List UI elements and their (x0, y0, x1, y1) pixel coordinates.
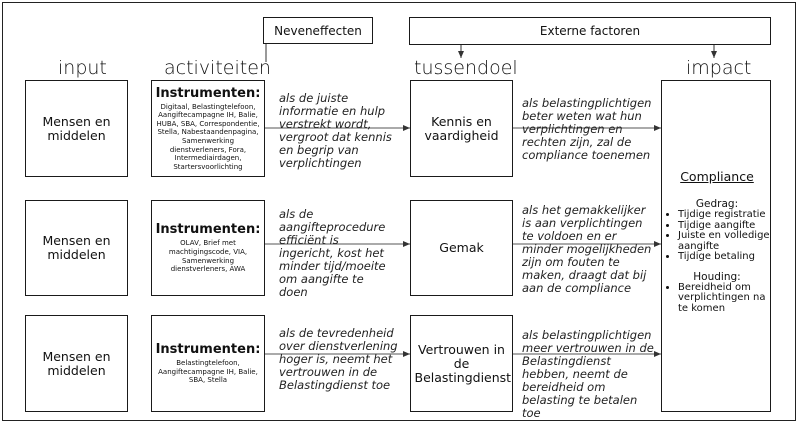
input-box-row1: Mensen en middelen (25, 80, 128, 177)
activity-description-row1: als de juiste informatie en hulp verstre… (279, 91, 392, 170)
externe-factoren-box: Externe factoren (409, 17, 771, 45)
gedrag-item: Tijdige registratie (678, 209, 772, 221)
houding-item: Bereidheid om verplichtingen na te komen (678, 282, 772, 315)
header-input: input (58, 57, 107, 79)
input-box-row3: Mensen en middelen (25, 315, 128, 412)
activity-box-row3: Instrumenten: Belastingtelefoon, Aangift… (151, 315, 265, 412)
header-activiteiten: activiteiten (164, 57, 271, 79)
neveneffecten-box: Neveneffecten (263, 17, 373, 44)
impact-box: Compliance Gedrag: Tijdige registratie T… (661, 80, 771, 412)
gedrag-item: Tijdige betaling (678, 251, 772, 263)
houding-label: Houding: (693, 270, 741, 283)
input-label: Mensen en middelen (42, 233, 111, 262)
header-impact: impact (686, 57, 752, 79)
compliance-title: Compliance (680, 169, 754, 184)
outcome-label: Gemak (439, 240, 484, 255)
gedrag-item: Juiste en volledige aangifte (678, 230, 772, 252)
instrumenten-title: Instrumenten: (155, 85, 261, 101)
outcome-description-row3: als belastingplichtigen meer vertrouwen … (522, 328, 654, 420)
instrumenten-title: Instrumenten: (155, 342, 261, 358)
outer-frame (2, 2, 796, 421)
gedrag-list: Tijdige registratie Tijdige aangifte Jui… (668, 209, 772, 263)
outcome-box-row2: Gemak (410, 200, 513, 296)
instrumenten-title: Instrumenten: (155, 222, 261, 238)
outcome-box-row1: Kennis en vaardigheid (410, 80, 513, 177)
gedrag-item: Tijdige aangifte (678, 220, 772, 232)
instrumenten-list: Digitaal, Belastingtelefoon, Aangiftecam… (156, 102, 260, 171)
input-label: Mensen en middelen (42, 113, 111, 143)
activity-description-row3: als de tevredenheid over dienstverlening… (279, 326, 398, 392)
outcome-box-row3: Vertrouwen in de Belastingdienst (410, 315, 513, 412)
outcome-label: Vertrouwen in de Belastingdienst (414, 341, 512, 385)
input-label: Mensen en middelen (42, 348, 111, 378)
outcome-description-row2: als het gemakkelijker is aan verplichtin… (522, 203, 652, 295)
outcome-description-row1: als belastingplichtigen beter weten wat … (522, 96, 652, 162)
outcome-label: Kennis en vaardigheid (424, 113, 499, 143)
instrumenten-list: OLAV, Brief met machtigingscode, VIA, Sa… (168, 239, 248, 274)
activity-box-row1: Instrumenten: Digitaal, Belastingtelefoo… (151, 80, 265, 177)
activity-description-row2: als de aangifteprocedure efficiënt is in… (279, 207, 386, 299)
activity-box-row2: Instrumenten: OLAV, Brief met machtiging… (151, 200, 265, 296)
input-box-row2: Mensen en middelen (25, 200, 128, 296)
houding-list: Bereidheid om verplichtingen na te komen (668, 282, 772, 315)
instrumenten-list: Belastingtelefoon, Aangiftecampagne IH, … (158, 359, 258, 385)
header-tussendoel: tussendoel (414, 57, 518, 79)
gedrag-label: Gedrag: (695, 198, 739, 210)
